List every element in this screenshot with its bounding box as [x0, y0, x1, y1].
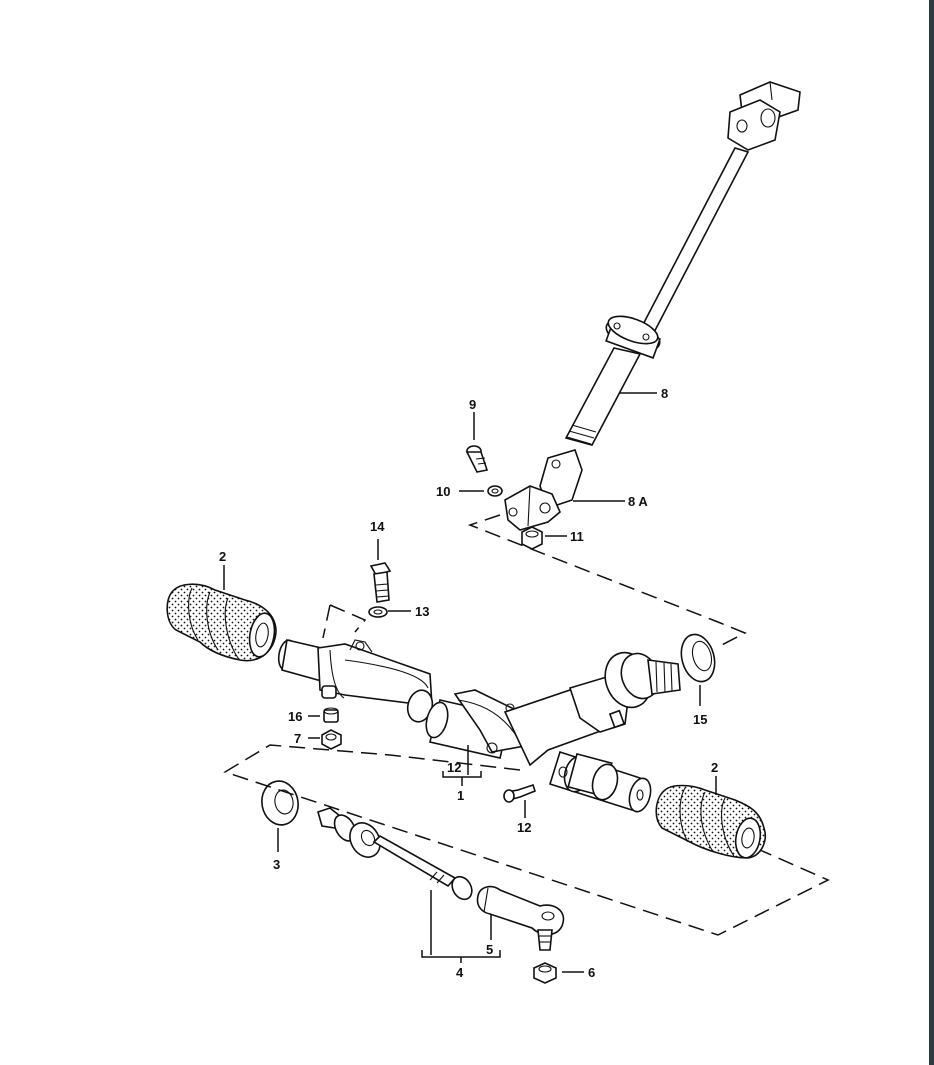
left-bellows-boot	[166, 583, 277, 662]
tie-rod-nut	[533, 962, 557, 984]
page-frame-edge	[929, 0, 934, 1065]
label-12-lower: 12	[517, 820, 531, 835]
label-2-left: 2	[219, 549, 226, 564]
washer	[487, 485, 503, 497]
upper-universal-joint	[727, 81, 801, 151]
label-13: 13	[415, 604, 429, 619]
shaft-collar	[605, 315, 661, 359]
lower-universal-joint	[504, 449, 583, 531]
label-11: 11	[570, 529, 584, 544]
pinch-bolt	[465, 445, 489, 473]
label-14: 14	[370, 519, 385, 534]
left-mount-clamp	[317, 639, 434, 723]
label-8: 8	[661, 386, 668, 401]
shaft-nut	[521, 526, 543, 550]
label-16: 16	[288, 709, 302, 724]
label-2-right: 2	[711, 760, 718, 775]
pinion-housing	[503, 651, 681, 767]
mounting-nut	[321, 729, 342, 750]
steering-shaft	[564, 81, 801, 446]
label-12-upper: 12	[447, 760, 461, 775]
right-bellows-boot	[655, 784, 766, 859]
mounting-bolt	[369, 562, 392, 603]
inner-tie-rod	[317, 807, 473, 901]
steering-rack-housing	[277, 639, 681, 813]
label-8a: 8 A	[628, 494, 648, 509]
label-5: 5	[486, 942, 493, 957]
leader-lines	[223, 392, 717, 973]
label-15: 15	[693, 712, 707, 727]
right-tube-collar	[558, 752, 619, 801]
clamp-bolt	[503, 783, 536, 803]
label-4: 4	[456, 965, 464, 980]
label-3: 3	[273, 857, 280, 872]
tie-rod-seal	[261, 780, 299, 826]
mounting-washer	[368, 606, 388, 618]
label-9: 9	[469, 397, 476, 412]
bushing	[323, 707, 339, 723]
label-1: 1	[457, 788, 464, 803]
label-10: 10	[436, 484, 450, 499]
label-6: 6	[588, 965, 595, 980]
pinion-seal	[680, 633, 716, 683]
outer-tie-rod-end	[476, 885, 565, 951]
label-7: 7	[294, 731, 301, 746]
